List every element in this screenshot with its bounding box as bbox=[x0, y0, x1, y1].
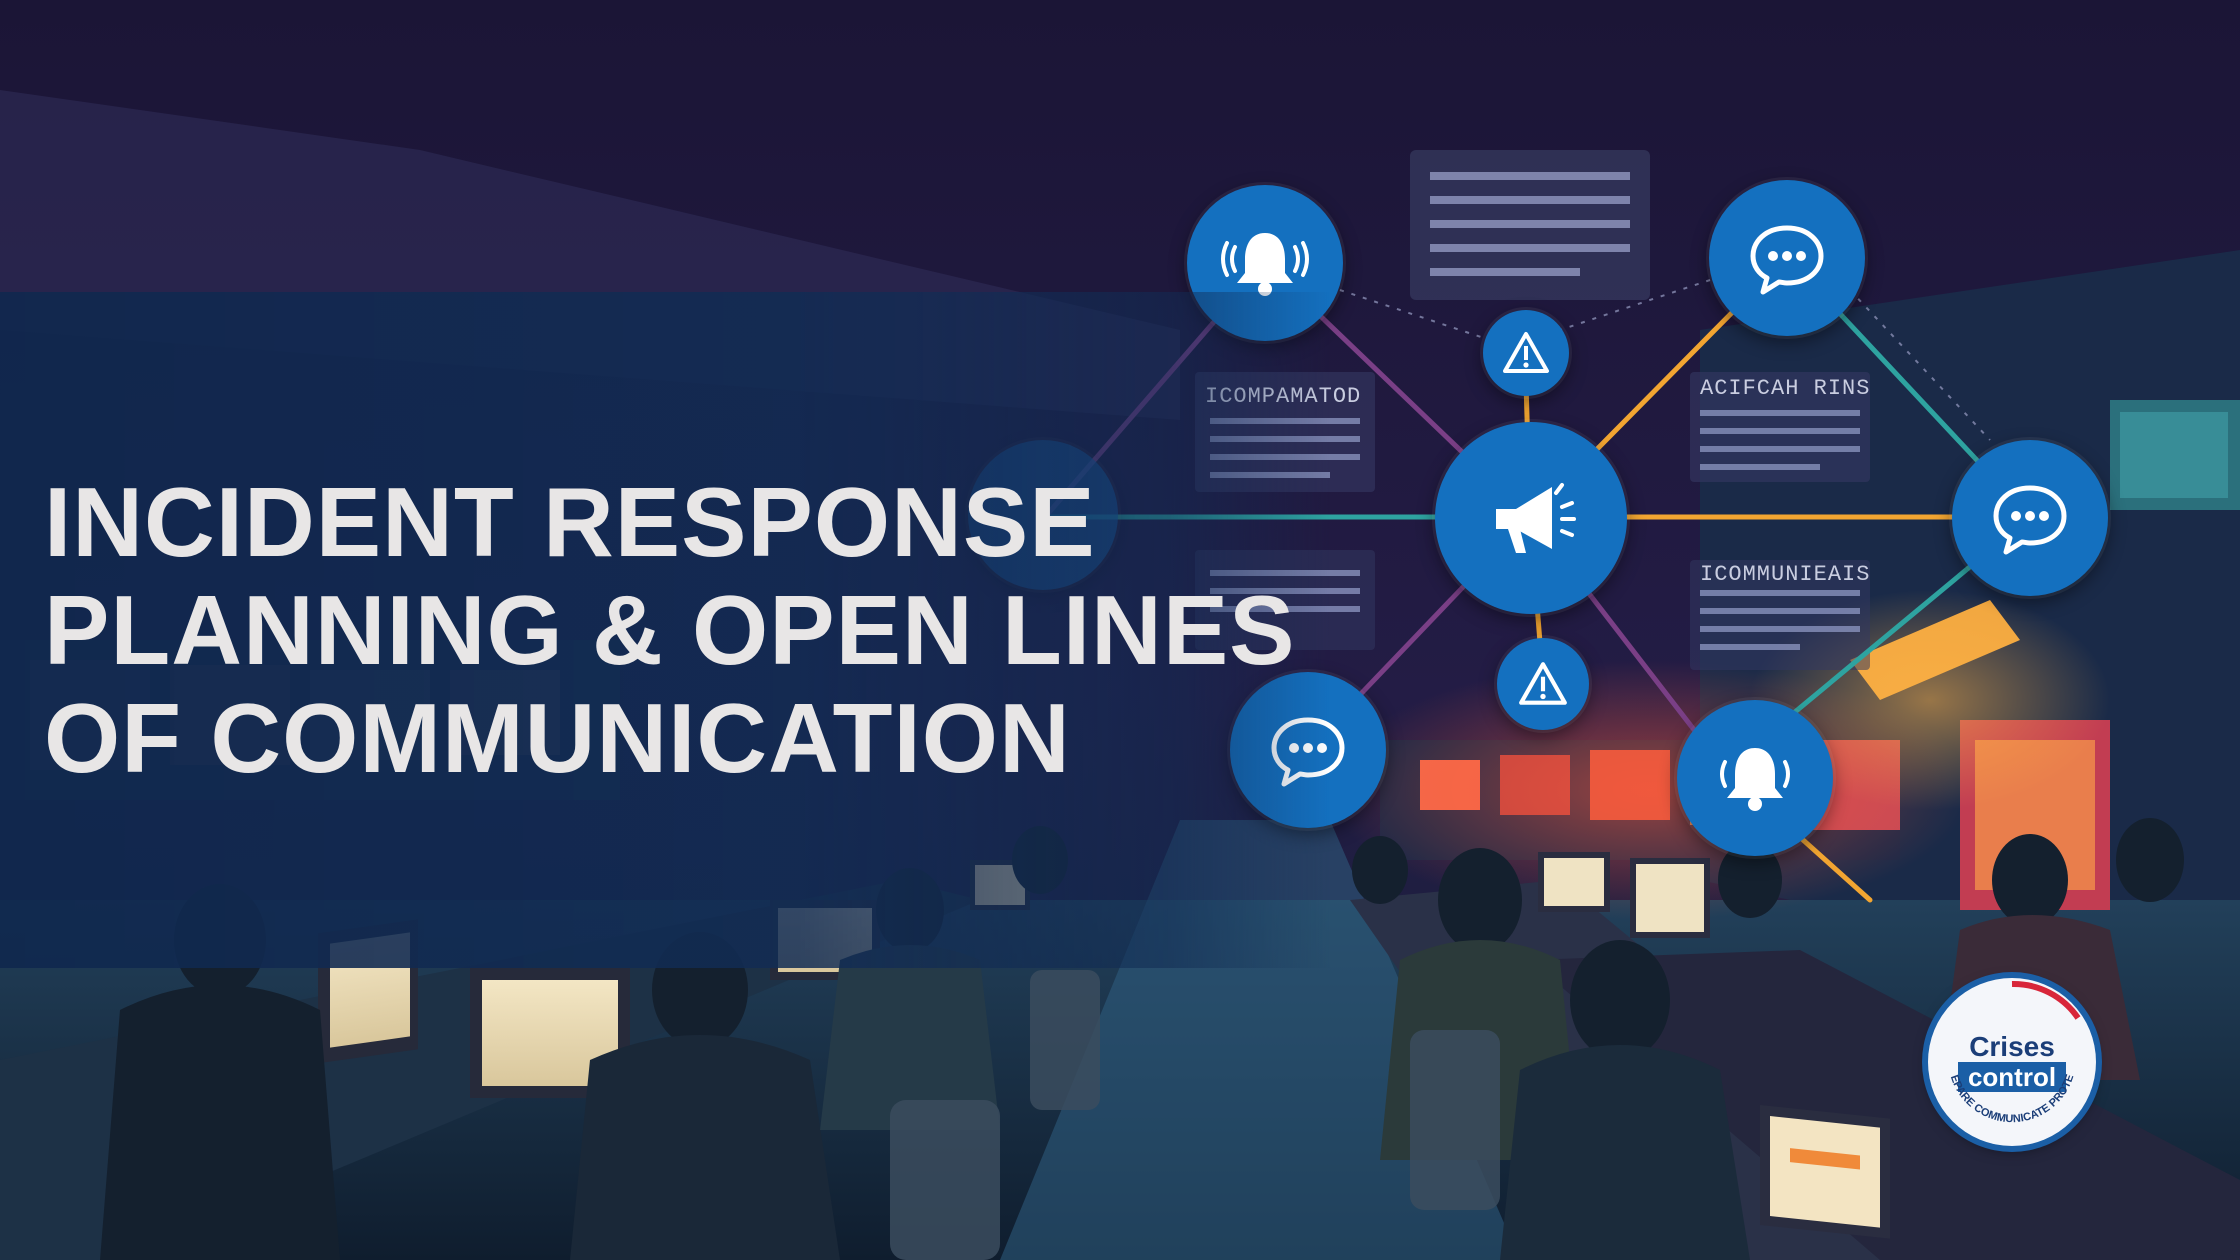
warning-node-top bbox=[1483, 310, 1569, 396]
warning-icon bbox=[1519, 662, 1567, 705]
svg-text:control: control bbox=[1968, 1062, 2056, 1092]
page-title: INCIDENT RESPONSE PLANNING & OPEN LINES … bbox=[44, 468, 1296, 792]
title-band bbox=[0, 292, 1330, 968]
logo-mark: Crises control PREPARE COMMUNICATE PROTE… bbox=[1924, 969, 2092, 1142]
warning-icon bbox=[1503, 332, 1549, 373]
megaphone-icon bbox=[1496, 483, 1576, 553]
chat-icon bbox=[1993, 485, 2067, 555]
megaphone-node-center bbox=[1435, 422, 1627, 614]
chat-icon bbox=[1750, 225, 1824, 295]
title-line-1: INCIDENT RESPONSE bbox=[44, 467, 1096, 577]
bell-icon bbox=[1720, 748, 1790, 811]
title-line-2: PLANNING & OPEN LINES bbox=[44, 575, 1296, 685]
monitor-cluster-right bbox=[1538, 852, 1890, 1239]
panel-label-right: ACIFCAH RINS bbox=[1700, 376, 1871, 401]
title-line-3: OF COMMUNICATION bbox=[44, 683, 1071, 793]
panel-label-right-mid: ICOMMUNIEAIS bbox=[1700, 562, 1871, 587]
warning-node-bottom bbox=[1497, 638, 1589, 730]
bell-node-bottom bbox=[1677, 700, 1833, 856]
chat-node-top-right bbox=[1709, 180, 1865, 336]
crises-control-logo: Crises control PREPARE COMMUNICATE PROTE… bbox=[1924, 969, 2096, 1146]
chat-node-right bbox=[1952, 440, 2108, 596]
svg-text:Crises: Crises bbox=[1969, 1031, 2055, 1062]
